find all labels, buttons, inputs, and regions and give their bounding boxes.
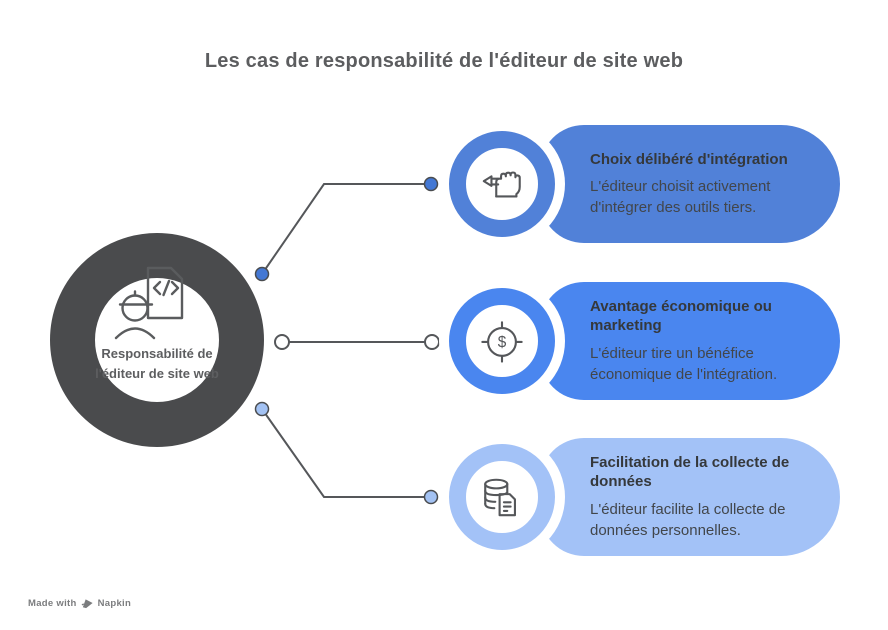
- branch-icon-badge: [449, 131, 555, 237]
- connector-middle-start-dot: [274, 334, 290, 350]
- connector-bottom-line: [261, 408, 431, 498]
- branch-icon-badge: [449, 444, 555, 550]
- brand-label: Napkin: [97, 598, 132, 609]
- napkin-pen-nib-icon: [81, 599, 93, 609]
- connector-top: [254, 176, 439, 282]
- connector-bottom: [254, 401, 439, 505]
- branch-card-collecte-donnees: Facilitation de la collecte de données L…: [540, 438, 840, 556]
- connector-middle: [274, 334, 440, 350]
- central-node-label: Responsabilité de l'éditeur de site web: [95, 346, 219, 381]
- branch-card-body: L'éditeur facilite la collecte de donnée…: [590, 500, 786, 539]
- dollar-glyph: $: [498, 334, 507, 351]
- branch-card-avantage-economique: Avantage économique ou marketing L'édite…: [540, 282, 840, 400]
- connector-bottom-end-dot: [423, 489, 439, 505]
- connector-bottom-start-dot: [254, 401, 270, 417]
- branch-card-title: Choix délibéré d'intégration: [590, 150, 788, 168]
- branch-card-choix-integration: Choix délibéré d'intégration L'éditeur c…: [540, 125, 840, 243]
- developer-code-document-icon: [114, 266, 184, 340]
- branch-icon-badge: $: [449, 288, 555, 394]
- branch-card-body: L'éditeur choisit activement d'intégrer …: [590, 178, 771, 216]
- connector-top-start-dot: [254, 266, 270, 282]
- made-with-label: Made with: [28, 598, 77, 609]
- database-document-icon: [484, 478, 516, 517]
- connector-middle-end-dot: [424, 334, 440, 350]
- dollar-target-icon: $: [481, 321, 523, 363]
- connector-top-line: [261, 183, 431, 275]
- grab-hand-icon: [482, 171, 521, 198]
- branch-card-body: L'éditeur tire un bénéfice économique de…: [590, 344, 778, 383]
- branch-card-title: Avantage économique ou marketing: [590, 297, 772, 335]
- made-with-napkin-credit: Made with Napkin: [28, 597, 131, 610]
- connector-top-end-dot: [423, 176, 439, 192]
- branch-card-title: Facilitation de la collecte de données: [590, 453, 790, 491]
- page-title: Les cas de responsabilité de l'éditeur d…: [204, 50, 684, 72]
